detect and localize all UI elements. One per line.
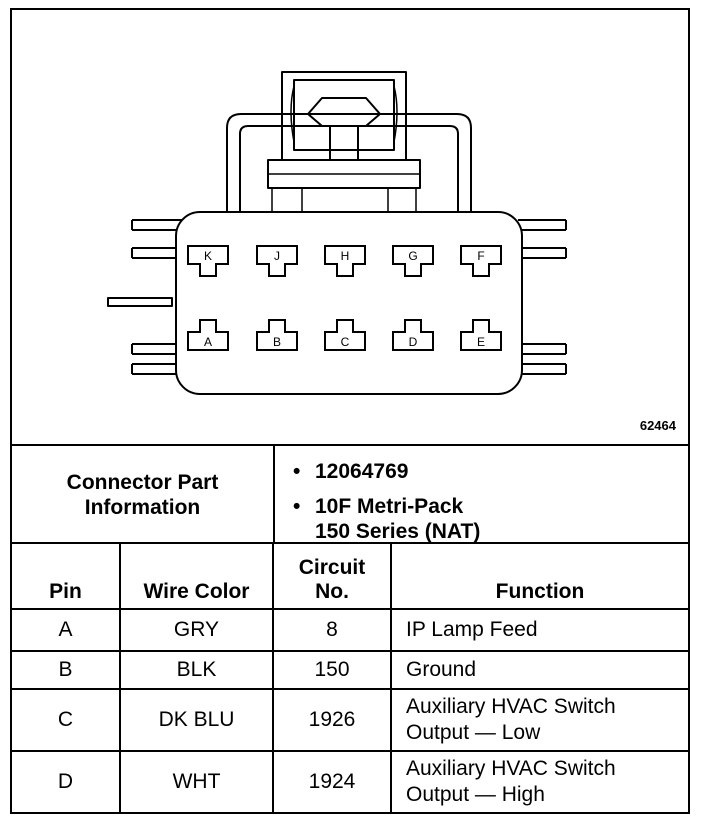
latch-bar [267,159,421,189]
pin-label-b: B [273,335,281,349]
right-rib-upper [518,219,567,231]
pin-cavity-j [256,245,298,277]
latch-tab [281,71,407,161]
cell-pin: C [12,688,121,752]
header-circuit: Circuit No. [272,542,392,610]
cell-function: IP Lamp Feed [390,608,688,652]
table-row: D WHT 1924 Auxiliary HVAC Switch Output … [12,750,688,812]
connector-body [175,211,523,395]
description-line2: 150 Series (NAT) [315,520,481,543]
header-function: Function [390,542,688,610]
part-number-item: • 12064769 [293,459,409,484]
header-circuit-line1: Circuit [298,556,366,579]
connector-info-title: Connector Part Information [12,446,275,544]
rear-housing [226,113,472,216]
cell-function: Ground [390,650,688,690]
cell-circuit: 1924 [272,750,392,812]
function-line1: Auxiliary HVAC Switch [406,757,616,780]
pin-cavity-k [187,245,229,277]
pin-label-k: K [204,249,212,263]
table-row: A GRY 8 IP Lamp Feed [12,608,688,652]
pin-label-j: J [274,249,280,263]
connector-figure: K J H G F A B C D E 62464 [12,10,688,444]
pin-label-a: A [204,335,212,349]
pin-cavity-g [392,245,434,277]
pin-label-d: D [409,335,418,349]
pin-table: Pin Wire Color Circuit No. Function A GR… [12,542,688,812]
cell-circuit: 1926 [272,688,392,752]
header-wire-color: Wire Color [119,542,274,610]
table-row: C DK BLU 1926 Auxiliary HVAC Switch Outp… [12,688,688,752]
figure-id: 62464 [639,418,676,433]
pin-cavity-h [324,245,366,277]
description-item: • 10F Metri-Pack 150 Series (NAT) [293,494,481,544]
description-line1: 10F Metri-Pack [315,495,464,518]
left-rib-upper [131,219,182,231]
pin-cavity-f [460,245,502,277]
pin-label-c: C [341,335,350,349]
cell-function: Auxiliary HVAC Switch Output — Low [390,688,688,752]
pin-cavity-d [392,319,434,351]
connector-info-list: • 12064769 • 10F Metri-Pack 150 Series (… [275,446,688,544]
connector-drawing: K J H G F A B C D E [107,71,567,395]
left-rib-lower [131,343,182,355]
info-title-line2: Information [84,496,201,519]
function-line2: Output — Low [406,721,541,744]
pin-label-g: G [408,249,417,263]
cell-wire-color: BLK [119,650,274,690]
bullet: • [293,460,301,483]
cell-function: Auxiliary HVAC Switch Output — High [390,750,688,812]
table-header-row: Pin Wire Color Circuit No. Function [12,542,688,610]
bullet: • [293,495,301,518]
header-circuit-line2: No. [315,580,349,603]
table-row: B BLK 150 Ground [12,650,688,690]
latch-window [307,97,381,127]
left-peg [107,297,173,307]
cell-pin: B [12,650,121,690]
pin-cavity-b [256,319,298,351]
cell-circuit: 150 [272,650,392,690]
function-line1: Auxiliary HVAC Switch [406,695,616,718]
pin-cavity-e [460,319,502,351]
pin-label-e: E [477,335,485,349]
header-pin: Pin [12,542,121,610]
connector-part-info: Connector Part Information • 12064769 • … [12,444,688,544]
cell-wire-color: WHT [119,750,274,812]
function-line1: IP Lamp Feed [406,618,538,641]
part-number: 12064769 [315,460,409,483]
function-line1: Ground [406,658,477,681]
info-title-line1: Connector Part [66,471,219,494]
pin-label-h: H [341,249,350,263]
bottom-pin-row: A B C D E [187,319,502,351]
cell-circuit: 8 [272,608,392,652]
cell-pin: A [12,608,121,652]
cell-wire-color: DK BLU [119,688,274,752]
pin-label-f: F [477,249,484,263]
cell-pin: D [12,750,121,812]
cell-wire-color: GRY [119,608,274,652]
pin-cavity-c [324,319,366,351]
function-line2: Output — High [406,783,545,806]
right-rib-lower [518,343,567,355]
pin-cavity-a [187,319,229,351]
